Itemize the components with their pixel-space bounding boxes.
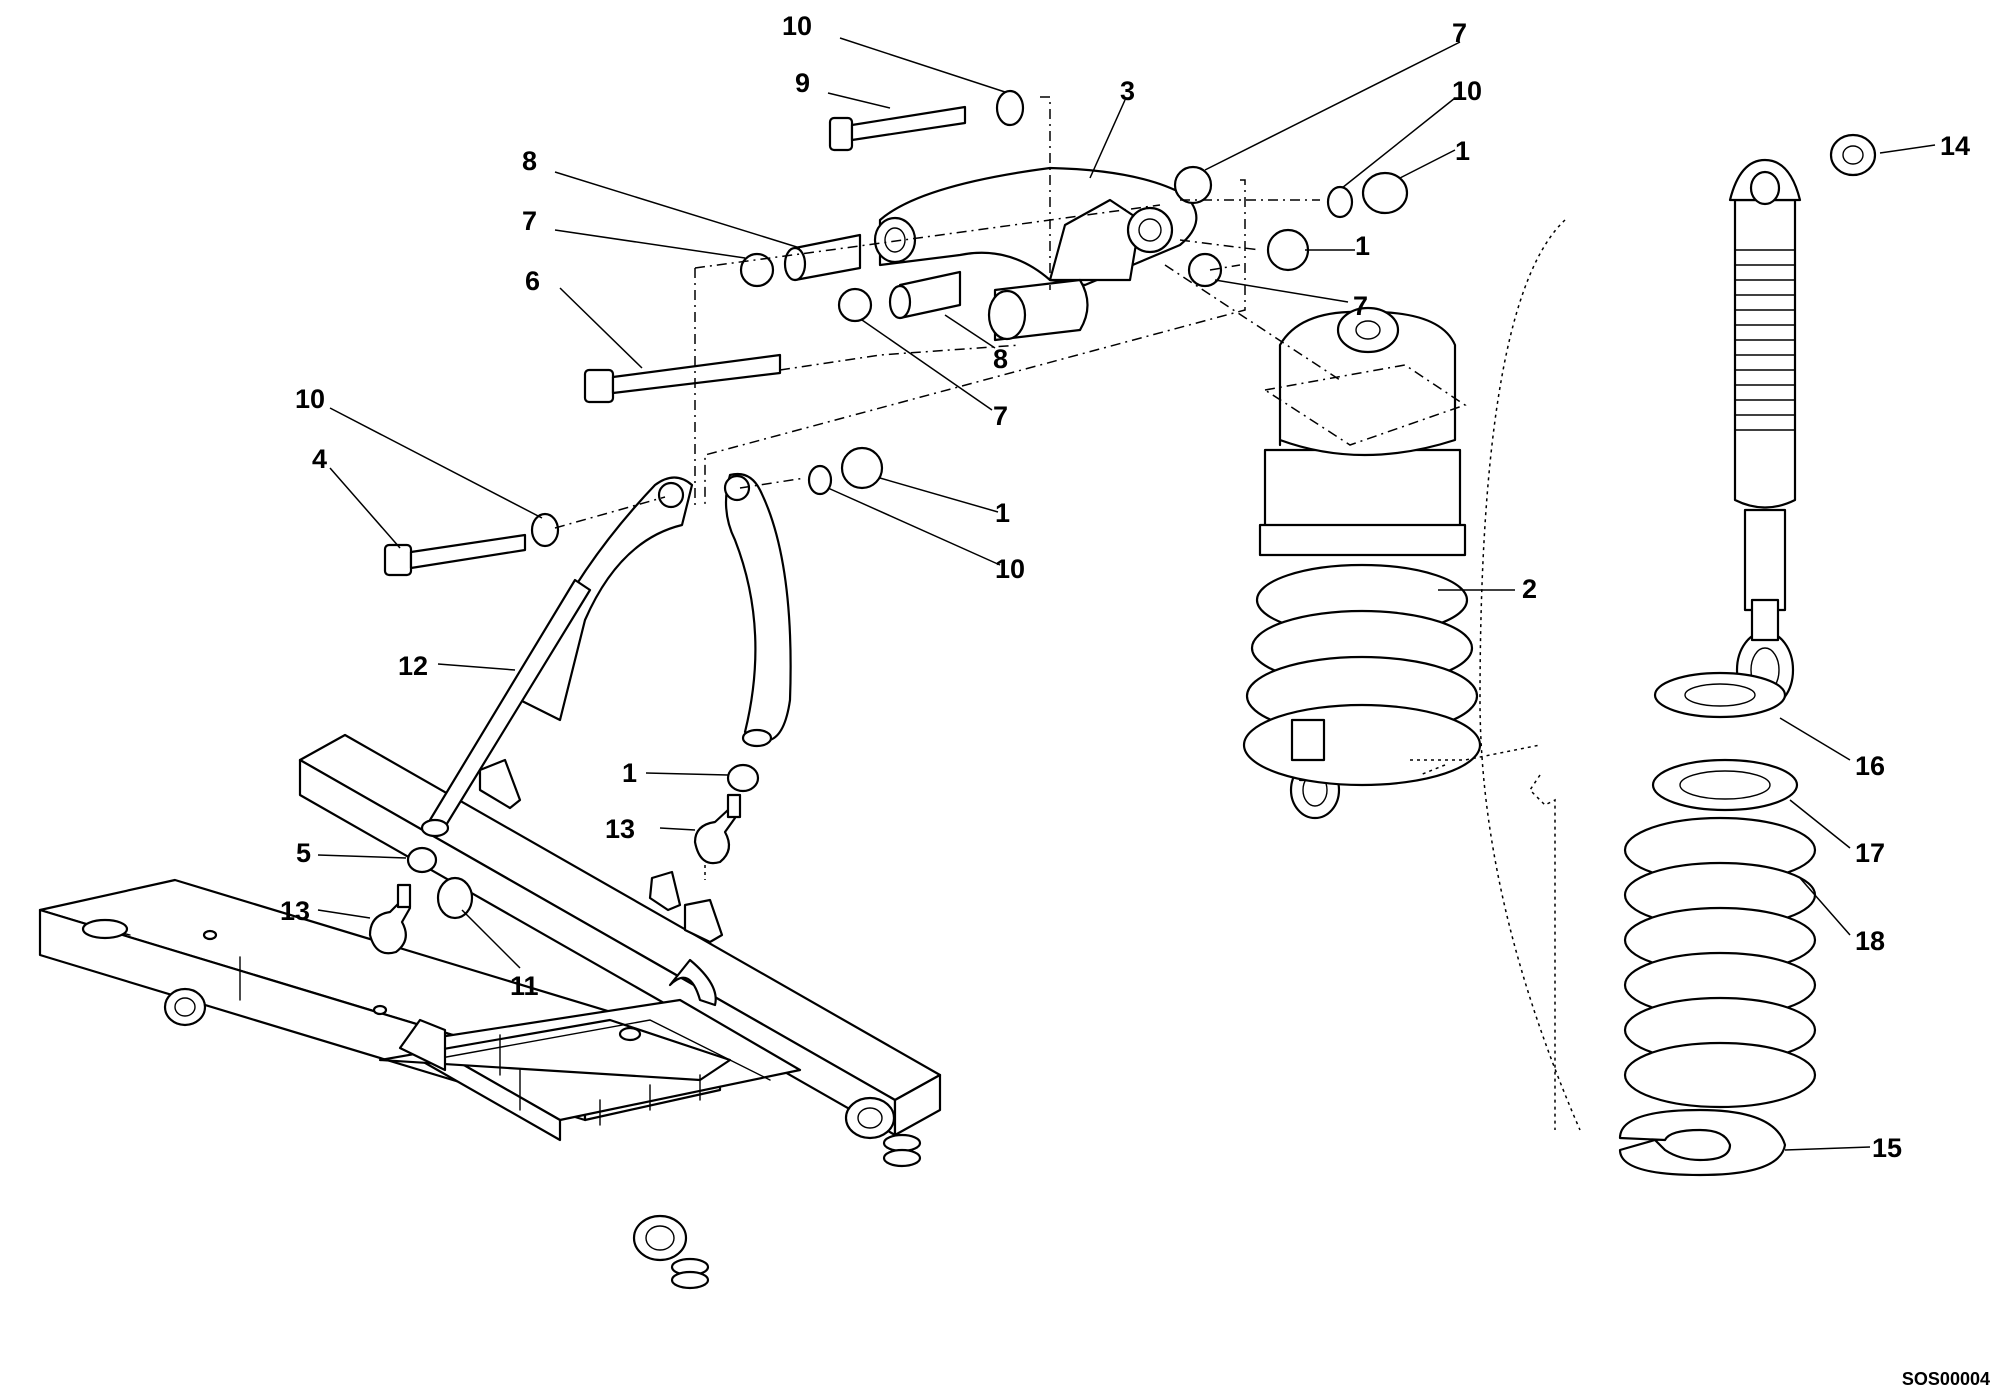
spring-parts-exploded [1618,671,1817,1177]
callout-18: 18 [1855,926,1885,956]
drawing-reference-code: SOS00004 [1902,1369,1990,1389]
callout-9: 9 [795,68,810,98]
callout-10: 10 [1452,76,1482,106]
callout-1: 1 [622,758,637,788]
callout-7: 7 [522,206,537,236]
callout-13: 13 [280,896,310,926]
callout-17: 17 [1855,838,1885,868]
callout-10: 10 [782,11,812,41]
swingarm [38,733,942,1290]
callout-14: 14 [1940,131,1970,161]
callout-4: 4 [312,444,327,474]
callout-1: 1 [1455,136,1470,166]
callout-10: 10 [295,384,325,414]
callout-12: 12 [398,651,428,681]
rocker-3 [873,166,1198,342]
callout-7: 7 [993,401,1008,431]
shock-absorber-assembled-2 [1242,306,1482,820]
rear-link-12 [420,472,792,838]
callout-15: 15 [1872,1133,1902,1163]
callout-1: 1 [995,498,1010,528]
leader-lines [317,37,1936,1151]
hardware [368,89,1409,955]
shock-body-exploded [1728,133,1877,710]
callout-10: 10 [995,554,1025,584]
callout-5: 5 [296,838,311,868]
callout-8: 8 [522,146,537,176]
callout-7: 7 [1353,291,1368,321]
callout-7: 7 [1452,18,1467,48]
assembly-lines [554,96,1581,1131]
callout-8: 8 [993,344,1008,374]
callout-3: 3 [1120,76,1135,106]
callout-labels: 10 9 3 7 10 1 1 7 8 7 6 8 7 10 4 1 10 2 … [280,11,1970,1163]
callout-6: 6 [525,266,540,296]
callout-1: 1 [1355,231,1370,261]
callout-11: 11 [510,971,539,1001]
callout-2: 2 [1522,574,1537,604]
callout-13: 13 [605,814,635,844]
callout-16: 16 [1855,751,1885,781]
